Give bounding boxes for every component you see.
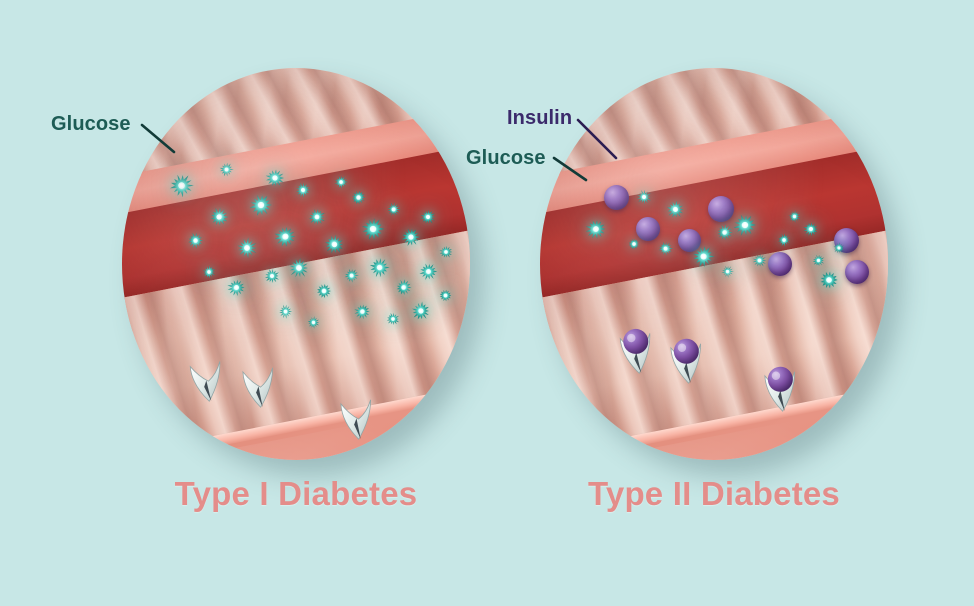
- insulin-receptor-empty: [237, 362, 286, 420]
- title-type1: Type I Diabetes: [174, 475, 418, 512]
- receptor-layer-type2: [540, 68, 888, 460]
- label-glucose-type1: Glucose: [51, 113, 131, 135]
- insulin-receptor-bound: [759, 366, 808, 424]
- label-glucose-type2: Glucose: [466, 147, 546, 169]
- title-type2: Type II Diabetes: [587, 475, 840, 512]
- insulin-receptor-empty: [335, 394, 384, 452]
- panel-type1[interactable]: [122, 68, 470, 460]
- receptor-layer-type1: [122, 68, 470, 460]
- panel-type2[interactable]: [540, 68, 888, 460]
- insulin-receptor-empty: [184, 355, 235, 415]
- insulin-receptor-bound: [665, 338, 714, 396]
- insulin-receptor-bound: [614, 327, 665, 387]
- label-insulin-type2: Insulin: [507, 107, 573, 129]
